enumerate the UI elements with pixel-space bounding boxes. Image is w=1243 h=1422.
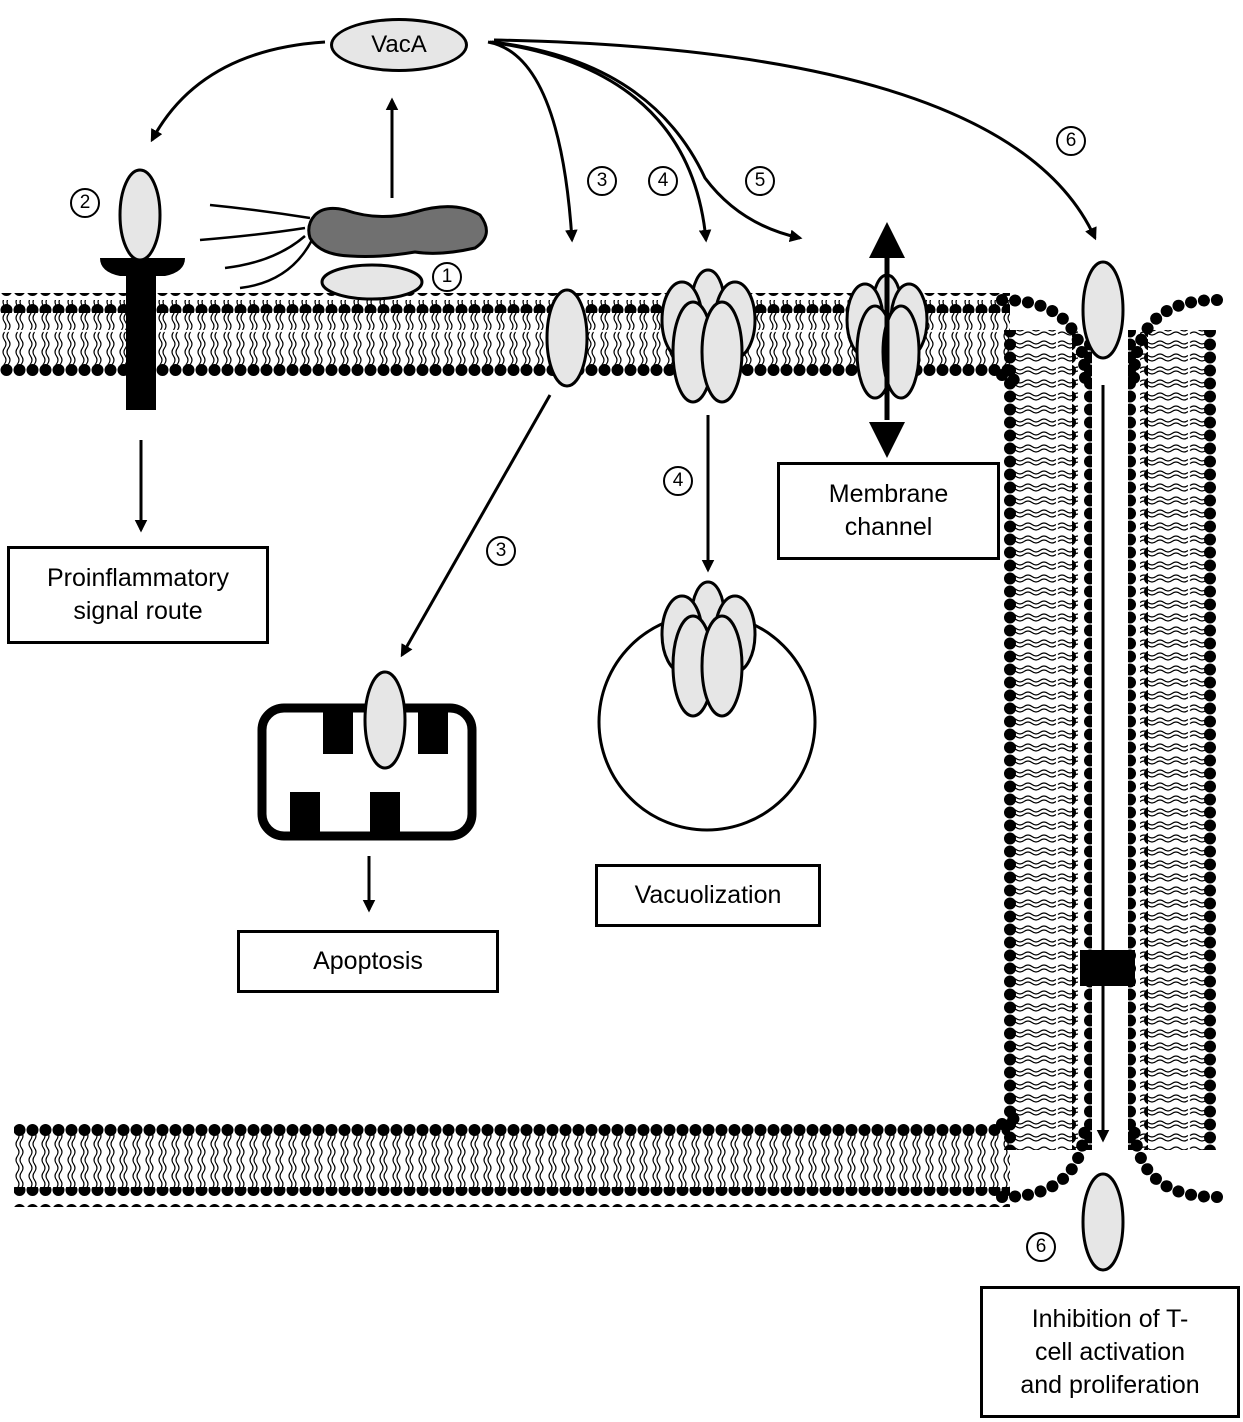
vaca-on-mitochondrion <box>363 670 407 770</box>
step-marker-3-lower: 3 <box>486 536 516 566</box>
pathway-arrows <box>134 38 1097 913</box>
lateral-membrane-right <box>1128 294 1223 1203</box>
vaca-oligomer-vacuole <box>660 580 757 718</box>
step-marker-4-top: 4 <box>648 166 678 196</box>
step-marker-3-top: 3 <box>587 166 617 196</box>
step-marker-6-lower: 6 <box>1026 1232 1056 1262</box>
apical-membrane <box>0 293 1010 384</box>
vaca-monomer-inserted <box>545 288 589 388</box>
basal-membrane <box>14 1117 1010 1207</box>
outcome-tcell-inhibition-box: Inhibition of T- cell activation and pro… <box>980 1286 1240 1418</box>
helicobacter-bacterium <box>199 203 488 290</box>
tcell-block-marker <box>1080 950 1135 986</box>
outcome-apoptosis-box: Apoptosis <box>237 930 499 993</box>
cell-surface-receptor <box>100 258 185 410</box>
step-marker-6-top: 6 <box>1056 126 1086 156</box>
arrow-to-receptor <box>150 40 326 143</box>
arrow-step-5 <box>491 40 803 243</box>
vaca-oligomer-membrane <box>660 268 757 404</box>
arrow-step-3 <box>487 40 578 243</box>
step-marker-5: 5 <box>745 166 775 196</box>
vaca-bound-to-bacterium <box>320 263 424 301</box>
arrow-step-6 <box>493 38 1097 241</box>
outcome-membrane-channel-box: Membrane channel <box>777 462 1000 560</box>
vaca-tcell-entry <box>1081 260 1125 360</box>
arrow-to-mitochondrion <box>400 394 552 658</box>
step-marker-1: 1 <box>432 262 462 292</box>
step-marker-2: 2 <box>70 188 100 218</box>
vaca-tcell-released <box>1081 1172 1125 1272</box>
arrow-step-4 <box>489 40 712 243</box>
step-marker-4-lower: 4 <box>663 466 693 496</box>
lateral-membrane-left <box>996 294 1092 1203</box>
vaca-toxin-label: VacA <box>330 18 468 72</box>
outcome-vacuolization-box: Vacuolization <box>595 864 821 927</box>
outcome-proinflammatory-box: Proinflammatory signal route <box>7 546 269 644</box>
vaca-on-receptor <box>118 168 162 262</box>
